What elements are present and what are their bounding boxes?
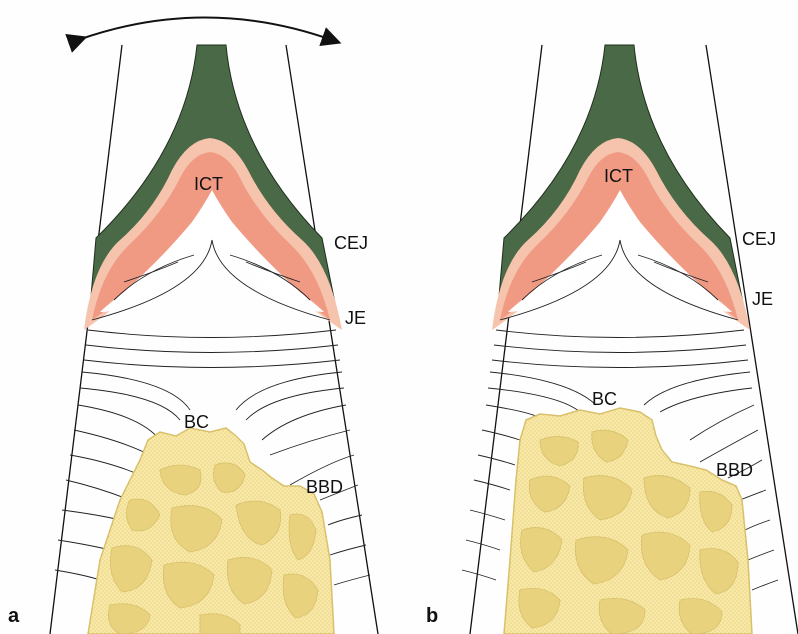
panel-a-label-bbd: BBD: [306, 477, 343, 497]
panel-a-label-je: JE: [345, 308, 366, 328]
panel-b-label-ict: ICT: [604, 166, 633, 186]
double-headed-arrow-icon: [78, 18, 332, 41]
panel-b-label-bc: BC: [592, 389, 617, 409]
panel-b-label-cej: CEJ: [742, 229, 776, 249]
panel-a-letter: a: [8, 605, 20, 627]
panel-a-label-ict: ICT: [194, 174, 223, 194]
panel-b: ICT CEJ JE BC BBD b: [426, 45, 798, 634]
panel-b-label-je: JE: [752, 289, 773, 309]
panel-a-label-cej: CEJ: [334, 233, 368, 253]
panel-b-label-bbd: BBD: [716, 460, 753, 480]
panel-a: ICT CEJ JE BC BBD a: [8, 18, 378, 634]
panel-b-letter: b: [426, 605, 438, 627]
panel-a-label-bc: BC: [184, 412, 209, 432]
